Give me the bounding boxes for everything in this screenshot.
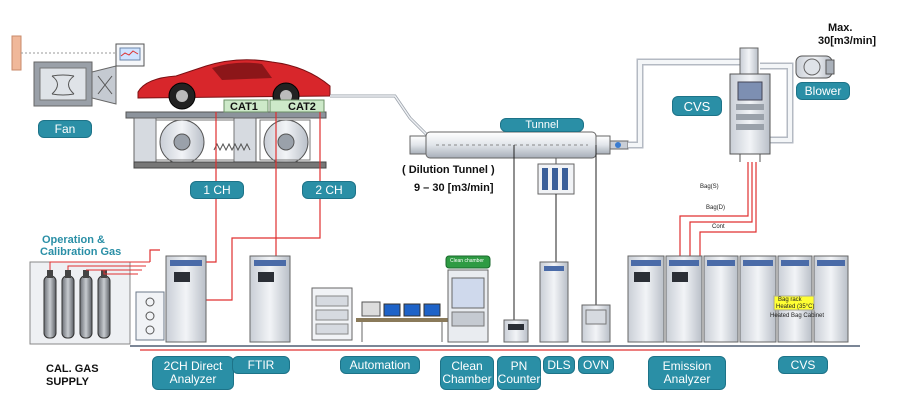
pn-counter-unit (503, 319, 529, 343)
analyzer-2ch-cabinet (165, 255, 207, 343)
automation-station (311, 287, 448, 342)
ch1-label: 1 CH (190, 181, 244, 199)
cvs-ducting (628, 58, 794, 149)
cal-supply-line1: CAL. GAS (46, 363, 99, 375)
automation-label: Automation (340, 356, 420, 374)
bag-dilution-label: Bag(D) (706, 205, 726, 211)
bag-rack-line1: Bag rack (778, 297, 802, 303)
fan-unit (11, 35, 145, 107)
ch2-label: 2 CH (302, 181, 356, 199)
op-gas-line2: Calibration Gas (40, 246, 122, 258)
dls-label: DLS (543, 356, 575, 374)
clean-chamber-unit (445, 255, 491, 343)
cat1-label: CAT1 (230, 101, 258, 113)
max-capacity-line1: Max. (828, 22, 853, 34)
cvs-bag-cabinets (739, 255, 849, 343)
bag-rack-line2: Heated (35°C) (776, 304, 815, 310)
pn-counter-label-line1: PN (510, 359, 528, 373)
fan-label: Fan (38, 120, 92, 138)
cvs-bottom-label: CVS (778, 356, 828, 374)
analyzer-2ch-label-line1: 2CH Direct (163, 359, 223, 373)
cal-supply-line2: SUPPLY (46, 376, 90, 388)
cat2-label: CAT2 (288, 101, 316, 113)
calibration-gas-bottles (29, 261, 165, 345)
bag-cont-label: Cont (712, 224, 725, 230)
heated-bag-label: Heated Bag Cabinet (770, 313, 825, 319)
clean-chamber-tag: Clean chamber (450, 258, 484, 264)
pn-counter-label: PN Counter (497, 356, 541, 390)
dilution-tunnel (409, 131, 629, 195)
emission-analyzer-cabinets (627, 255, 739, 343)
ovn-label: OVN (578, 356, 614, 374)
ovn-cabinet (581, 304, 611, 343)
max-capacity-line2: 30[m3/min] (818, 35, 877, 47)
emission-analyzer-label-line2: Analyzer (663, 372, 711, 386)
cvs-unit-top (729, 47, 771, 162)
clean-chamber-label-line2: Chamber (442, 372, 492, 386)
signal-lines (513, 145, 597, 322)
clean-chamber-label-line1: Clean (451, 359, 483, 373)
tunnel-label: Tunnel (500, 118, 584, 132)
blower-label: Blower (796, 82, 850, 100)
analyzer-2ch-label-line2: Analyzer (169, 372, 217, 386)
clean-chamber-label: Clean Chamber (440, 356, 494, 390)
cat2-box (269, 99, 325, 113)
analyzer-2ch-label: 2CH Direct Analyzer (152, 356, 234, 390)
dilution-tunnel-range: 9 – 30 [m3/min] (414, 182, 494, 194)
dilution-tunnel-title: ( Dilution Tunnel ) (402, 164, 495, 176)
emission-analyzer-label-line1: Emission (662, 359, 712, 373)
pn-counter-label-line2: Counter (497, 372, 541, 386)
car (137, 59, 331, 110)
blower-unit (795, 55, 835, 79)
cat1-box (223, 99, 269, 113)
cvs-top-label: CVS (672, 96, 722, 116)
bag-sample-label: Bag(S) (700, 184, 719, 190)
op-gas-line1: Operation & (42, 234, 105, 246)
ftir-cabinet (249, 255, 291, 343)
dls-cabinet (539, 261, 569, 343)
ftir-label: FTIR (232, 356, 290, 374)
emission-analyzer-label: Emission Analyzer (648, 356, 726, 390)
chassis-dynamometer (125, 111, 327, 169)
